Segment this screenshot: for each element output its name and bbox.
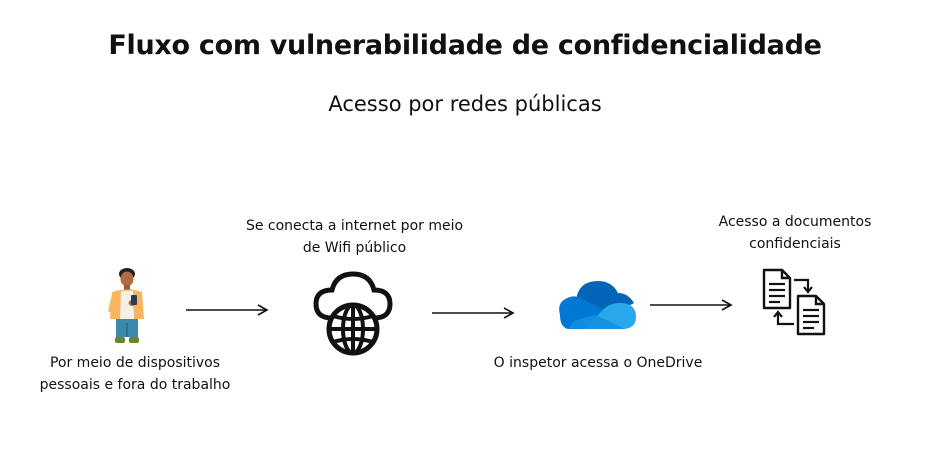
page-subtitle: Acesso por redes públicas (328, 92, 602, 116)
wifi-caption: Se conecta a internet por meio de Wifi p… (245, 218, 464, 256)
onedrive-caption: O inspetor acessa o OneDrive (493, 355, 703, 371)
document-exchange-icon (760, 268, 830, 338)
arrow-icon (186, 304, 269, 316)
cloud-globe-icon (310, 268, 396, 358)
page-title: Fluxo com vulnerabilidade de confidencia… (108, 30, 822, 61)
arrow-icon (650, 299, 733, 311)
arrow-icon (432, 307, 515, 319)
device-caption: Por meio de dispositivos pessoais e fora… (39, 355, 231, 393)
documents-caption: Acesso a documentos confidenciais (718, 214, 872, 252)
onedrive-cloud-icon (554, 275, 638, 331)
person-with-phone-icon (100, 265, 154, 345)
